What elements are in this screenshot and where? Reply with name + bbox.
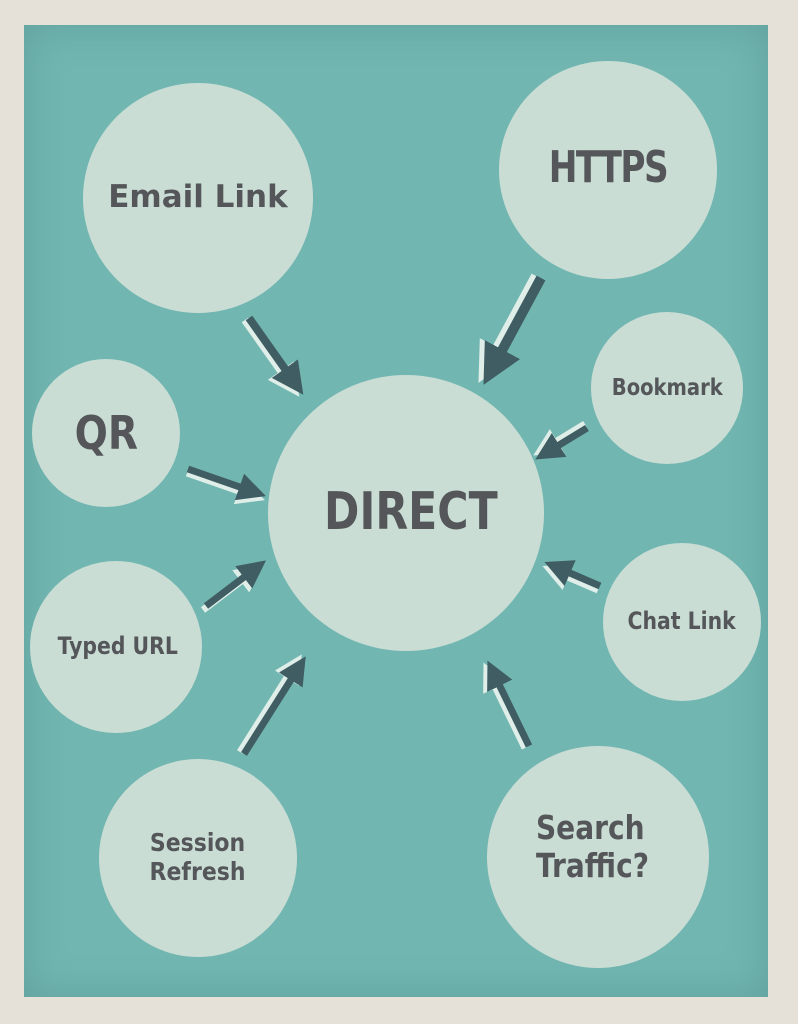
node-label: HTTPS bbox=[548, 141, 669, 193]
node-typed-url: Typed URL bbox=[30, 561, 202, 733]
node-https: HTTPS bbox=[499, 61, 717, 279]
node-chat-link: Chat Link bbox=[603, 543, 761, 701]
node-email-link: Email Link bbox=[83, 83, 313, 313]
node-label: Email Link bbox=[108, 179, 288, 216]
node-label: Chat Link bbox=[627, 607, 737, 636]
node-label: Search Traffic? bbox=[535, 808, 649, 885]
node-label: Typed URL bbox=[57, 632, 179, 661]
node-label: Session Refresh bbox=[150, 828, 246, 886]
node-session-refresh: Session Refresh bbox=[99, 759, 297, 957]
node-label: DIRECT bbox=[324, 482, 498, 543]
node-search-traffic: Search Traffic? bbox=[487, 746, 709, 968]
node-bookmark: Bookmark bbox=[591, 312, 743, 464]
node-label: Bookmark bbox=[611, 374, 723, 401]
node-label: QR bbox=[74, 405, 138, 460]
node-direct[interactable]: DIRECT bbox=[268, 375, 544, 651]
node-qr: QR bbox=[32, 359, 180, 507]
